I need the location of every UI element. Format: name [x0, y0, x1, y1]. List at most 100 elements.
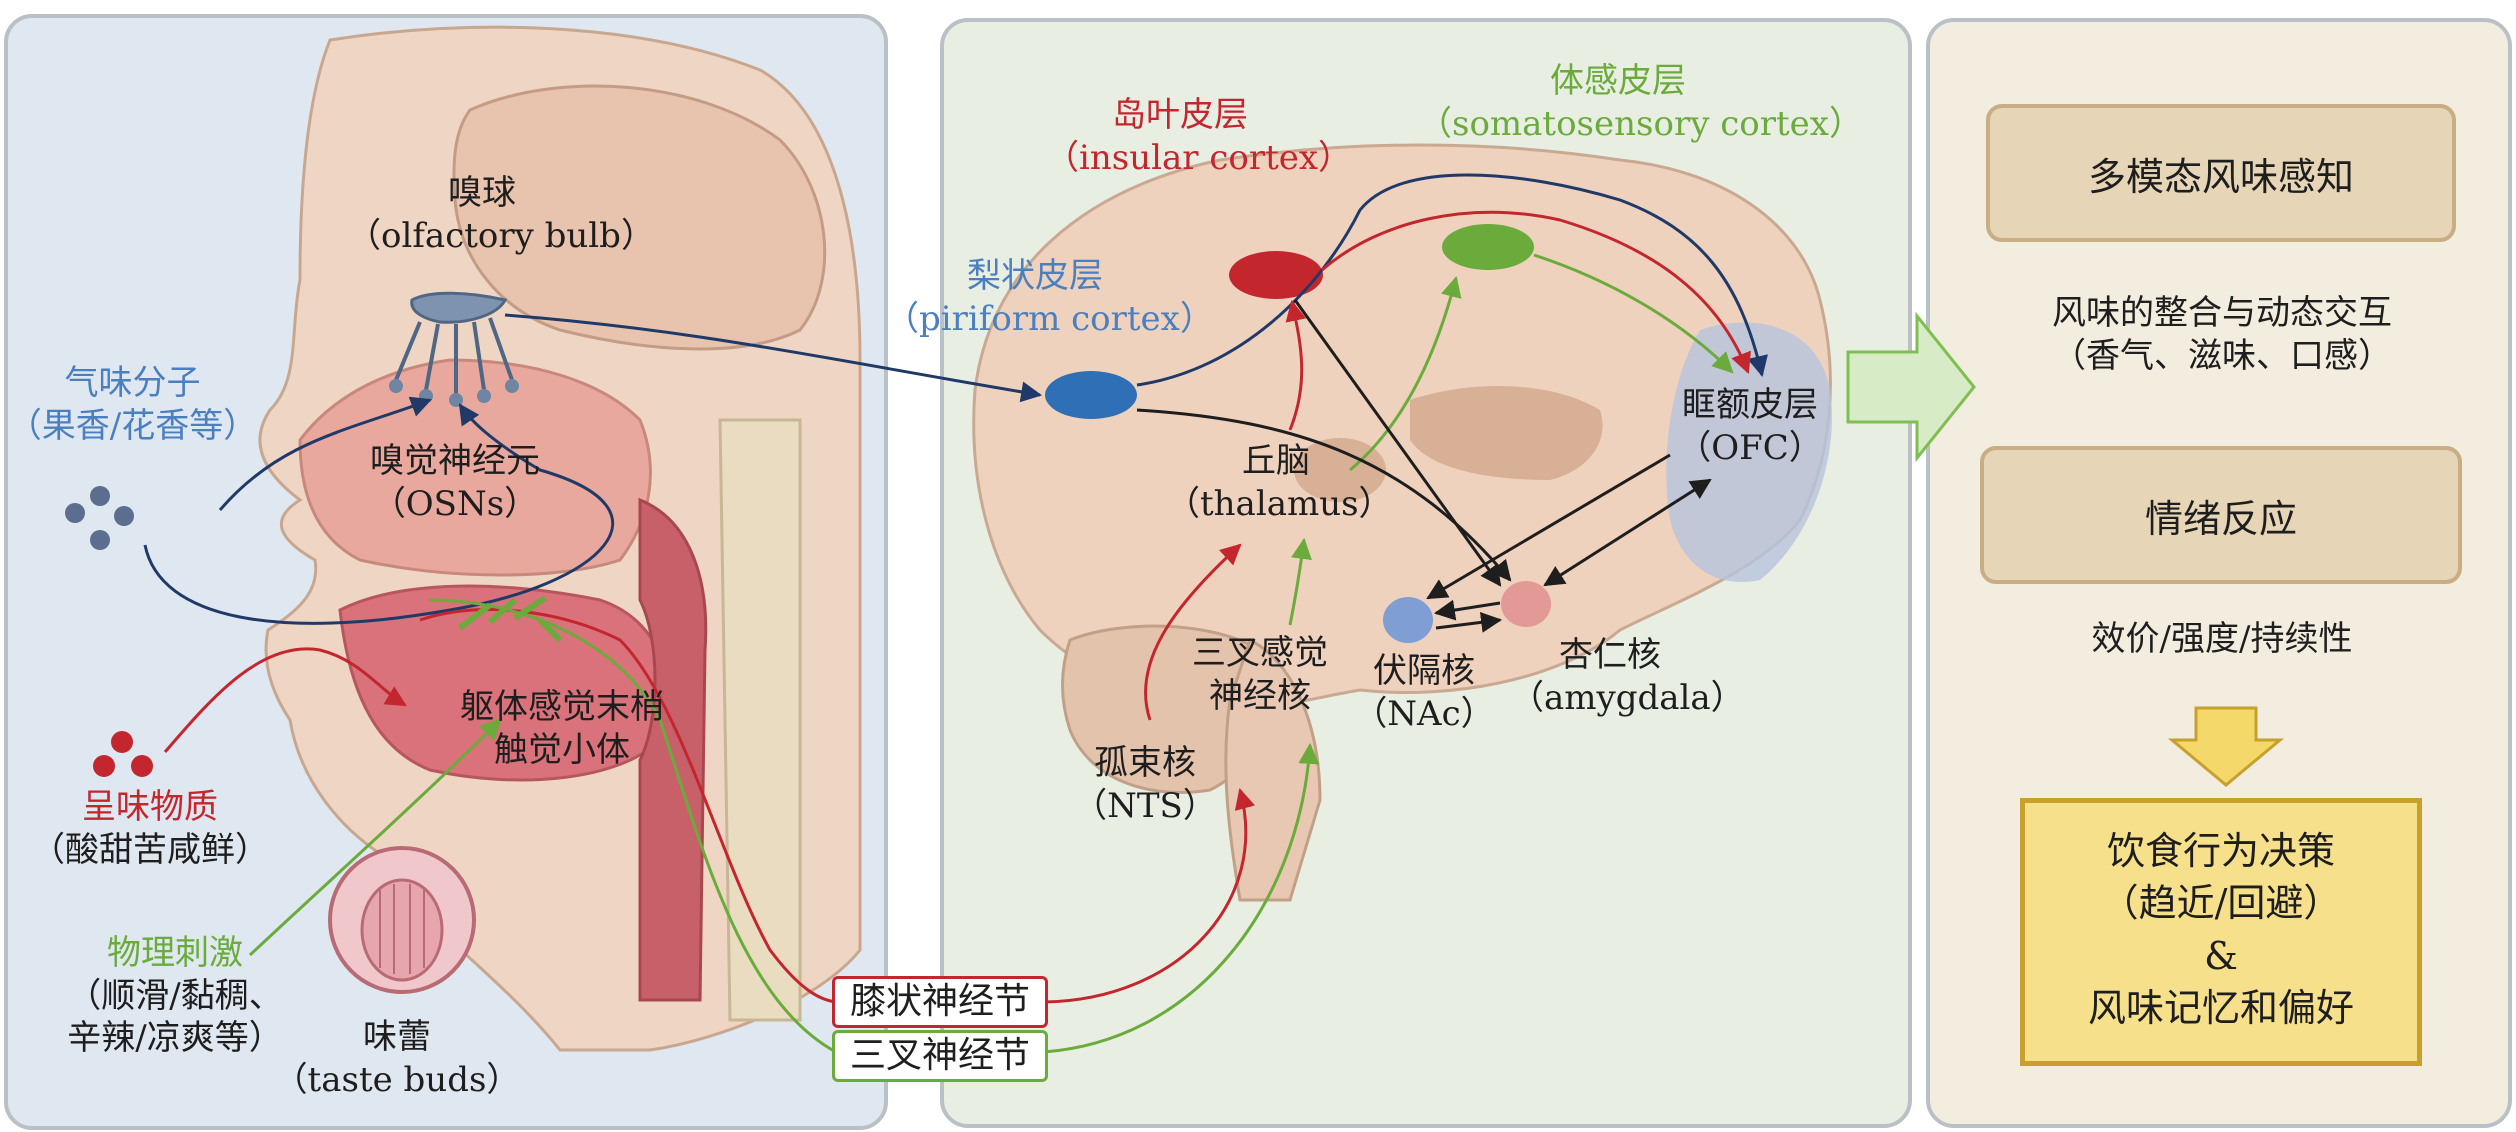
amygdala-zh: 杏仁核	[1559, 635, 1661, 675]
arrow-orthonasal	[218, 396, 432, 511]
nts-zh: 孤束核	[1094, 743, 1196, 783]
thalamus-zh: 丘脑	[1242, 441, 1310, 481]
piriform-zh: 梨状皮层	[967, 256, 1103, 296]
tongue-nerve-endings	[458, 595, 563, 643]
trigeminal-nucleus-label: 三叉感觉 神经核	[1160, 632, 1360, 717]
physical-stimuli-label: 物理刺激 （顺滑/黏稠、 辛辣/凉爽等）	[30, 932, 320, 1060]
thalamus-region	[1294, 438, 1386, 502]
nacc-zh: 伏隔核	[1373, 651, 1475, 691]
osn-en: （OSNs）	[371, 483, 539, 524]
somatosensory-label: 体感皮层 （somatosensory cortex）	[1418, 60, 1863, 145]
somatosensory-endings-line2: 触觉小体	[494, 729, 630, 770]
somatosensory-endings-line1: 躯体感觉末梢	[460, 687, 664, 727]
somato-nerve-to-trigeminal	[429, 598, 837, 1054]
amygdala-node	[1501, 581, 1551, 627]
taste-buds-zh: 味蕾	[363, 1017, 431, 1057]
arrow-nts-to-thalamus	[1144, 543, 1242, 721]
nacc-node	[1383, 597, 1433, 643]
brain-region	[452, 84, 827, 351]
ofc-zh: 眶额皮层	[1682, 385, 1818, 425]
decision-line2: （趋近/回避）	[2100, 881, 2342, 926]
odor-molecule-dots	[65, 486, 134, 550]
eating-decision-box: 饮食行为决策 （趋近/回避） & 风味记忆和偏好	[2020, 798, 2422, 1066]
arrow-insular-to-amygdala	[1293, 299, 1502, 587]
odor-molecules-examples: （果香/花香等）	[7, 405, 258, 446]
arrow-taste-to-tongue	[163, 647, 407, 753]
taste-substances-label: 呈味物质 （酸甜苦咸鲜）	[10, 786, 290, 871]
geniculate-ganglion-box: 膝状神经节	[832, 976, 1048, 1028]
olfactory-bulb-zh: 嗅球	[448, 173, 516, 213]
olfactory-bulb-label: 嗅球 （olfactory bulb）	[347, 172, 655, 257]
brainstem	[1224, 637, 1322, 902]
flavor-integration-line2: （香气、滋味、口感）	[2052, 335, 2392, 376]
pharynx	[638, 497, 708, 1002]
odor-molecules-zh: 气味分子	[64, 363, 201, 403]
flavor-integration-line1: 风味的整合与动态交互	[2052, 293, 2392, 333]
nts-en: （NTS）	[1073, 785, 1217, 826]
valence-text: 效价/强度/持续性	[2091, 619, 2353, 659]
osn-label: 嗅觉神经元 （OSNs）	[340, 440, 570, 525]
ofc-label: 眶额皮层 （OFC）	[1650, 384, 1850, 469]
emotional-response-box: 情绪反应	[1980, 446, 2462, 584]
arrow-amygdala-to-nacc	[1433, 599, 1501, 621]
decision-line3: &	[2204, 933, 2238, 978]
arrow-thalamus-to-somatosensory	[1349, 275, 1462, 472]
arrow-piriform-to-amygdala	[1136, 408, 1512, 582]
arrow-bulb-to-piriform	[504, 313, 1043, 403]
nacc-label: 伏隔核 （NAc）	[1346, 650, 1502, 735]
ofc-en: （OFC）	[1677, 427, 1823, 468]
arrow-piriform-to-ofc	[1136, 173, 1768, 387]
taste-bud-inset	[328, 846, 476, 994]
taste-molecule-dots	[93, 731, 153, 777]
arrow-thalamus-to-insular	[1285, 299, 1307, 431]
amygdala-en: （amygdala）	[1510, 677, 1745, 718]
striatum-region	[1410, 386, 1603, 480]
trigeminal-nucleus-line1: 三叉感觉	[1192, 633, 1328, 673]
big-output-arrow	[1846, 311, 1976, 463]
arrow-amygdala-ofc-bidirectional	[1543, 478, 1712, 587]
taste-buds-en: （taste buds）	[273, 1059, 521, 1100]
decision-line4: 风味记忆和偏好	[2087, 986, 2354, 1031]
osn-zh: 嗅觉神经元	[370, 441, 540, 481]
arrow-nucleus-to-thalamus	[1288, 537, 1312, 626]
flavor-integration-text: 风味的整合与动态交互 （香气、滋味、口感）	[1956, 292, 2488, 377]
taste-substances-zh: 呈味物质	[82, 787, 218, 827]
olfactory-bulb-en: （olfactory bulb）	[347, 215, 655, 256]
taste-buds-label: 味蕾 （taste buds）	[272, 1016, 522, 1101]
trigeminal-ganglion-box: 三叉神经节	[832, 1030, 1048, 1082]
insular-en: （insular cortex）	[1045, 137, 1353, 178]
arrow-trigeminal-to-nucleus	[1043, 742, 1320, 1054]
olfactory-bulb-shape	[389, 291, 519, 407]
thalamus-label: 丘脑 （thalamus）	[1166, 440, 1393, 525]
arrow-somatosensory-to-ofc	[1533, 253, 1734, 374]
taste-substances-examples: （酸甜苦咸鲜）	[31, 829, 269, 870]
multimodal-perception-box: 多模态风味感知	[1986, 104, 2456, 242]
nts-label: 孤束核 （NTS）	[1070, 742, 1220, 827]
insular-zh: 岛叶皮层	[1112, 95, 1248, 135]
spine-column	[718, 418, 802, 1022]
decision-line1: 饮食行为决策	[2106, 829, 2335, 873]
arrow-geniculate-to-nts	[1043, 787, 1256, 1004]
insular-label: 岛叶皮层 （insular cortex）	[1045, 94, 1353, 179]
trigeminal-nucleus-line2: 神经核	[1209, 675, 1311, 716]
arrow-physical-to-mouth	[248, 718, 502, 957]
physical-stimuli-line2: （顺滑/黏稠、	[67, 975, 283, 1016]
thalamus-en: （thalamus）	[1166, 483, 1393, 524]
somatosensory-en: （somatosensory cortex）	[1418, 103, 1863, 144]
piriform-en: （piriform cortex）	[885, 298, 1214, 339]
arrow-insular-to-ofc	[1321, 210, 1751, 374]
odor-molecules-label: 气味分子 （果香/花香等）	[0, 362, 265, 447]
amygdala-label: 杏仁核 （amygdala）	[1510, 634, 1745, 719]
insular-node	[1229, 251, 1323, 299]
somatosensory-endings-label: 躯体感觉末梢 触觉小体	[432, 686, 692, 771]
piriform-label: 梨状皮层 （piriform cortex）	[885, 255, 1214, 340]
physical-stimuli-zh: 物理刺激	[107, 933, 243, 973]
nacc-en: （NAc）	[1353, 693, 1495, 734]
piriform-node	[1045, 371, 1137, 419]
somatosensory-node	[1442, 224, 1534, 270]
arrow-retronasal	[143, 403, 615, 625]
head-section-illustration	[258, 25, 862, 1052]
arrow-nacc-to-amygdala	[1435, 611, 1503, 633]
